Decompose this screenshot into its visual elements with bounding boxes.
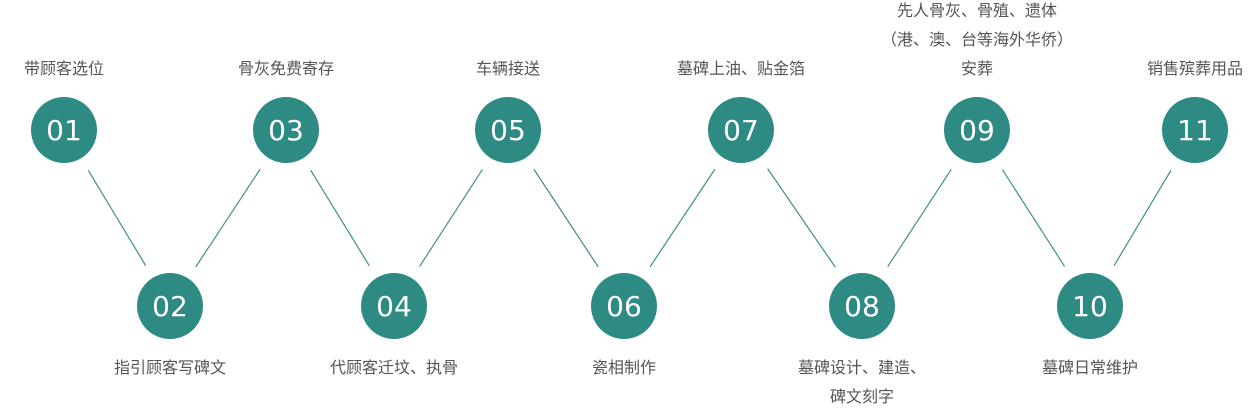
step-label: 墓碑设计、建造、碑文刻字 [798, 353, 926, 411]
connector-line [87, 169, 147, 267]
step-circle: 03 [253, 97, 319, 163]
step-circle: 07 [708, 97, 774, 163]
connector-line [533, 168, 599, 268]
step-circle: 11 [1162, 97, 1228, 163]
step-label: 墓碑日常维护 [1042, 353, 1138, 382]
step-circle: 01 [31, 97, 97, 163]
step-label-line: 骨灰免费寄存 [237, 59, 335, 78]
step-label: 瓷相制作 [592, 353, 656, 382]
connector-line [887, 169, 952, 267]
step-label-line: 先人骨灰、骨殖、遗体 [896, 1, 1058, 20]
step-label-line: （港、澳、台等海外华侨） [880, 30, 1074, 49]
connector-line [649, 168, 716, 268]
step-circle: 09 [944, 97, 1010, 163]
step-circle: 08 [829, 273, 895, 339]
step-label-line: 销售殡葬用品 [1146, 59, 1244, 78]
step-label: 指引顾客写碑文 [114, 353, 226, 382]
step-label-line: 瓷相制作 [591, 358, 657, 377]
step-label: 代顾客迁坟、执骨 [330, 353, 458, 382]
step-label-line: 代顾客迁坟、执骨 [329, 358, 459, 377]
step-label: 带顾客选位 [24, 54, 104, 83]
step-circle: 10 [1057, 273, 1123, 339]
step-circle: 02 [137, 273, 203, 339]
step-circle: 06 [591, 273, 657, 339]
step-label: 销售殡葬用品 [1147, 54, 1243, 83]
step-label-line: 碑文刻字 [829, 387, 895, 406]
connector-line [767, 168, 836, 268]
step-label: 墓碑上油、贴金箔 [677, 54, 805, 83]
step-label: 骨灰免费寄存 [238, 54, 334, 83]
step-circle: 05 [475, 97, 541, 163]
step-label: 车辆接送 [476, 54, 540, 83]
step-label-line: 墓碑日常维护 [1041, 358, 1139, 377]
step-label-line: 安葬 [960, 59, 994, 78]
step-label-line: 墓碑上油、贴金箔 [676, 59, 806, 78]
step-label: 先人骨灰、骨殖、遗体 （港、澳、台等海外华侨） 安葬 [881, 0, 1073, 83]
step-label-line: 车辆接送 [475, 59, 541, 78]
connector-line [1001, 169, 1066, 267]
step-label-line: 墓碑设计、建造、 [797, 358, 927, 377]
connector-line [1113, 170, 1172, 266]
step-label-line: 带顾客选位 [23, 59, 105, 78]
connector-line [195, 168, 261, 268]
step-circle: 04 [361, 273, 427, 339]
connector-line [310, 169, 370, 267]
step-label-line: 指引顾客写碑文 [113, 358, 227, 377]
connector-line [419, 169, 483, 267]
